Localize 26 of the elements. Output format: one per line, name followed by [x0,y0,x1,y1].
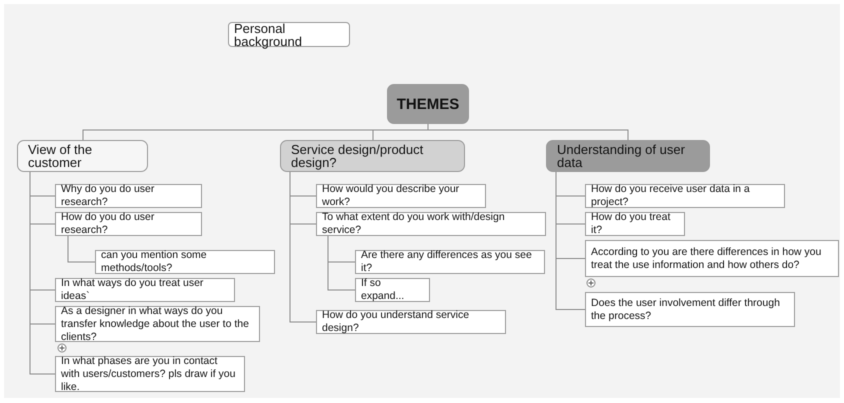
question-box: How do you receive user data in a project? [585,184,785,208]
connector-line [328,236,356,290]
question-box: How would you describe your work? [316,184,486,208]
theme-box: Service design/product design? [280,140,465,172]
question-box: To what extent do you work with/design service? [316,212,546,236]
question-box: How do you do user research? [55,212,202,236]
question-box: How do you understand service design? [316,310,506,334]
connector-line [556,172,586,310]
question-box: In what phases are you in contact with users/customers? pls draw if you like. [55,356,245,392]
theme-box: Understanding of user data [546,140,710,172]
question-box: According to you are there differences in how you treat the use information and how others do? [585,240,839,277]
connector-line [30,172,56,374]
question-box: Why do you do user research? [55,184,202,208]
theme-box: View of the customer [17,140,148,172]
question-box: Does the user involvement differ through the process? [585,292,795,327]
connector-line [68,236,96,262]
question-box: can you mention some methods/tools? [95,250,275,274]
question-box: How do you treat it? [585,212,685,236]
question-box: If so expand... [355,278,430,302]
connector-line [290,172,316,322]
connector-line [428,124,628,140]
central-topic: THEMES [387,84,469,124]
question-box: As a designer in what ways do you transfer knowledge about the user to the clients? [55,306,260,342]
question-box: Are there any differences as you see it? [355,250,545,274]
question-box: In what ways do you treat user ideas` [55,278,235,302]
topic-box: Personal background [228,22,350,47]
